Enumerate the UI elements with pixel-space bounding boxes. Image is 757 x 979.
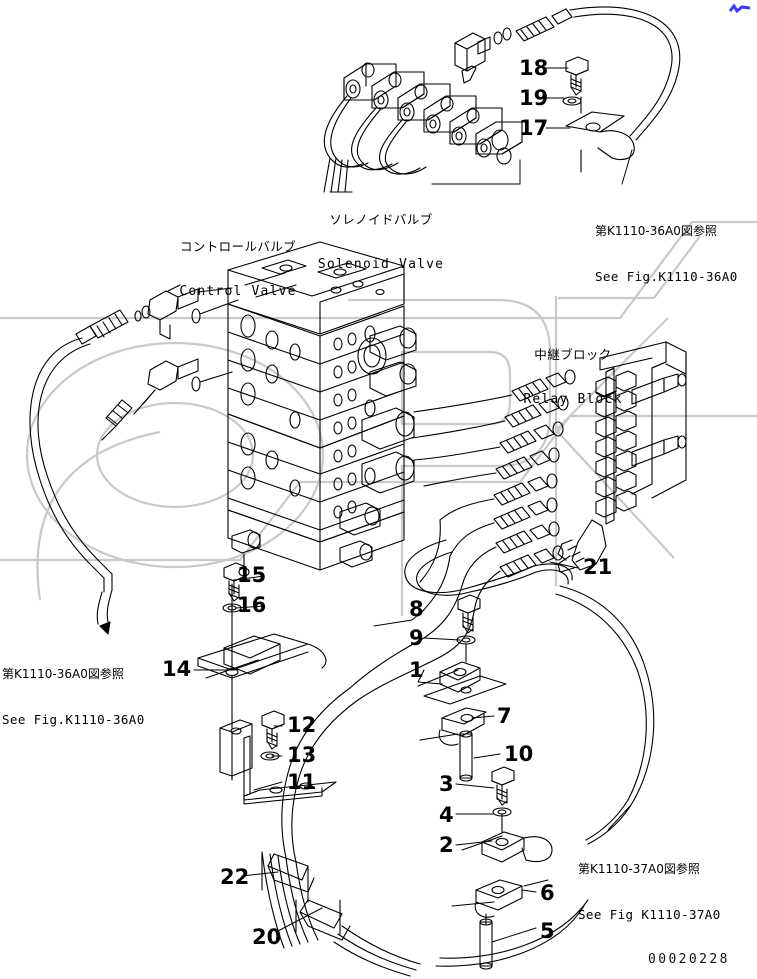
ref-bottom-right-en: See Fig K1110-37A0 — [578, 907, 721, 922]
callout-15: 15 — [237, 563, 267, 587]
callout-8: 8 — [409, 597, 424, 621]
ref-bottom-right-jp: 第K1110-37A0図参照 — [578, 862, 700, 876]
callout-5: 5 — [540, 919, 555, 943]
callout-11: 11 — [287, 770, 317, 794]
callout-16: 16 — [237, 593, 267, 617]
callout-14: 14 — [162, 657, 192, 681]
caption-solenoid-valve: ソレノイドバルブ Solenoid Valve — [306, 183, 456, 287]
callout-9: 9 — [409, 626, 424, 650]
callout-10: 10 — [504, 742, 534, 766]
solenoid-valve-assembly — [323, 6, 681, 193]
callout-3: 3 — [439, 772, 454, 796]
clamp-6 — [451, 879, 549, 970]
caption-relay-block-en: Relay Block — [523, 391, 623, 407]
ref-bottom-left-jp: 第K1110-36A0図参照 — [2, 667, 124, 681]
ref-top-right-en: See Fig.K1110-36A0 — [595, 269, 738, 284]
clamp-1 — [417, 594, 507, 705]
ref-bottom-left-en: See Fig.K1110-36A0 — [2, 712, 145, 727]
left-fittings — [29, 284, 239, 635]
ref-bottom-right: 第K1110-37A0図参照 See Fig K1110-37A0 — [578, 832, 721, 938]
callout-4: 4 — [439, 803, 454, 827]
callout-21: 21 — [583, 555, 613, 579]
callout-19: 19 — [519, 86, 549, 110]
caption-relay-block: 中継ブロック Relay Block — [503, 318, 643, 422]
callout-17: 17 — [519, 116, 549, 140]
callout-22: 22 — [220, 865, 250, 889]
control-valve-assembly — [227, 241, 417, 577]
drawing-number: 00020228 — [648, 952, 730, 967]
caption-control-valve-jp: コントロールバルブ — [179, 238, 297, 254]
caption-relay-block-jp: 中継ブロック — [534, 346, 612, 362]
bracket-14 — [197, 562, 337, 805]
callout-6: 6 — [540, 881, 555, 905]
caption-control-valve-en: Control Valve — [179, 283, 297, 299]
caption-solenoid-valve-jp: ソレノイドバルブ — [329, 211, 433, 227]
hose-bundle-bottom — [261, 851, 421, 977]
relay-block-assembly — [411, 341, 687, 613]
callout-13: 13 — [287, 743, 317, 767]
callout-leaders — [193, 67, 633, 943]
callout-7: 7 — [497, 704, 512, 728]
callout-1: 1 — [409, 658, 424, 682]
callout-20: 20 — [252, 925, 282, 949]
caption-control-valve: コントロールバルブ Control Valve — [158, 210, 318, 314]
ref-bottom-left: 第K1110-36A0図参照 See Fig.K1110-36A0 — [2, 637, 145, 743]
caption-solenoid-valve-en: Solenoid Valve — [317, 256, 445, 272]
clamp-17 — [562, 56, 635, 173]
ref-top-right: 第K1110-36A0図参照 See Fig.K1110-36A0 — [595, 194, 738, 300]
clamp-7 — [419, 707, 487, 782]
clamp-2 — [461, 766, 553, 863]
callout-18: 18 — [519, 56, 549, 80]
ref-top-right-jp: 第K1110-36A0図参照 — [595, 224, 717, 238]
callout-12: 12 — [287, 713, 317, 737]
callout-2: 2 — [439, 833, 454, 857]
